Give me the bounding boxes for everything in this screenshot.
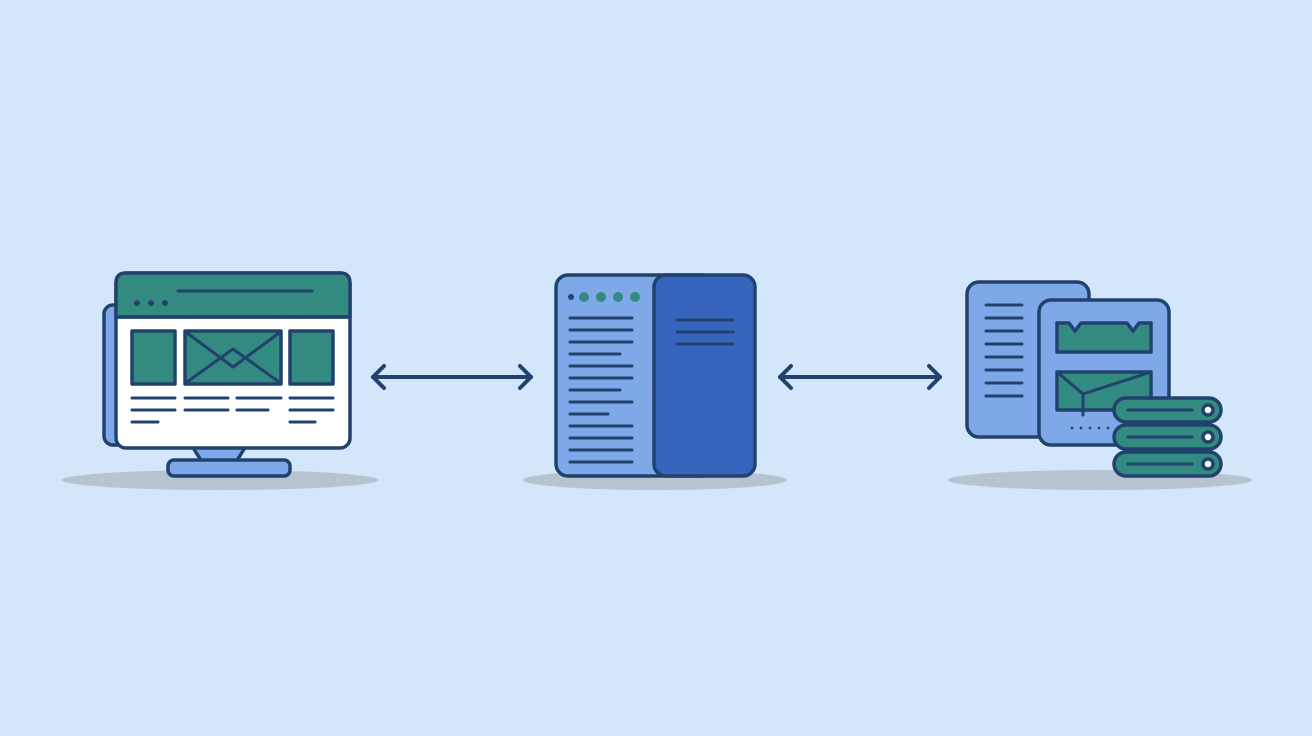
- server-unit-1: [1112, 396, 1223, 424]
- header-dot-green-3: [613, 292, 623, 302]
- image-placeholder-cross: [185, 331, 281, 384]
- left-panel-text-lines: [568, 316, 634, 464]
- desktop-monitor-icon: [102, 271, 352, 478]
- right-panel-text-lines: [675, 318, 735, 346]
- header-dot-small: [568, 294, 574, 300]
- monitor-base: [166, 458, 292, 478]
- server-unit-2: [1112, 423, 1223, 451]
- client-shadow: [62, 470, 378, 490]
- document-right-panel: [652, 273, 757, 478]
- window-dot-2: [148, 300, 154, 306]
- header-dot-green-4: [630, 292, 640, 302]
- window-dot-1: [134, 300, 140, 306]
- documents-and-server-stack-icon: [965, 280, 1223, 478]
- split-panel-document-icon: [554, 273, 757, 478]
- arrow-head-right: [927, 364, 942, 390]
- back-document-text-lines: [984, 303, 1024, 398]
- window-dot-3: [162, 300, 168, 306]
- screen-text-lines: [130, 396, 335, 424]
- content-block-right: [288, 329, 335, 386]
- header-dot-green-2: [596, 292, 606, 302]
- content-block-left: [130, 329, 177, 386]
- bidirectional-arrow-client-middle: [371, 364, 533, 390]
- bidirectional-arrow-middle-backend: [778, 364, 942, 390]
- server-unit-3: [1112, 450, 1223, 478]
- arrow-head-left: [778, 364, 793, 390]
- dotted-footer: [1070, 426, 1110, 430]
- image-placeholder: [183, 329, 283, 386]
- browser-title-bar: [114, 271, 352, 319]
- header-banner-block: [1055, 321, 1153, 354]
- server-stack-icon: [1112, 396, 1223, 478]
- arrow-head-left: [371, 364, 386, 390]
- header-dot-green-1: [579, 292, 589, 302]
- arrow-head-right: [518, 364, 533, 390]
